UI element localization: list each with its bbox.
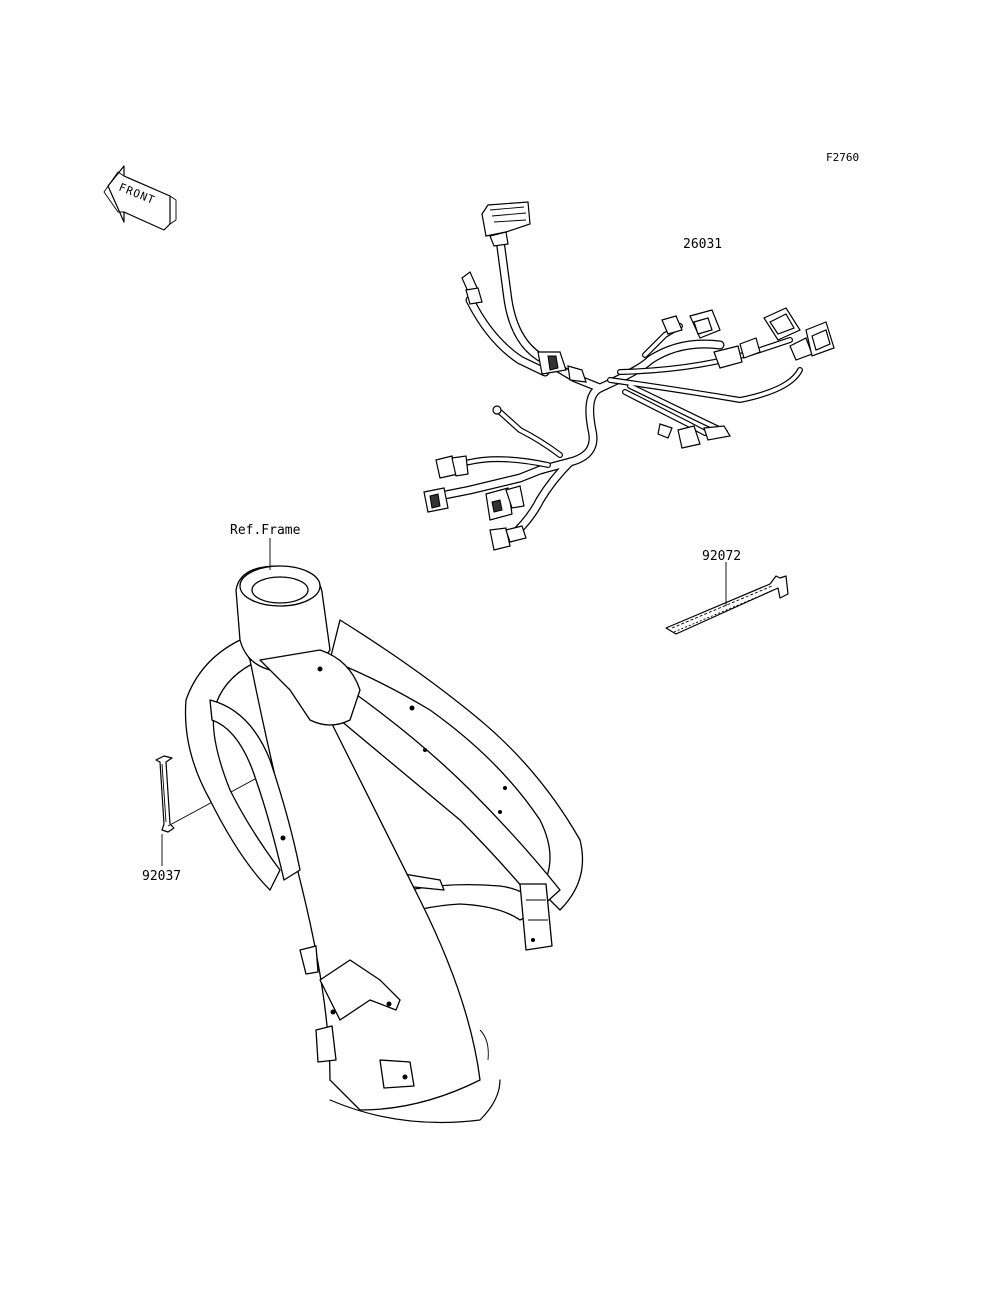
front-arrow-label: FRONT	[117, 181, 157, 207]
part-number-band: 92072	[702, 549, 741, 564]
band-part	[665, 575, 789, 635]
wiring-harness	[423, 201, 835, 551]
clamp-part	[155, 755, 175, 833]
front-arrow-icon: FRONT	[103, 165, 177, 231]
part-number-clamp: 92037	[142, 869, 181, 884]
part-number-harness: 26031	[683, 237, 722, 252]
figure-code: F2760	[826, 151, 859, 164]
frame-reference-label: Ref.Frame	[230, 523, 301, 538]
frame-reference	[184, 565, 584, 1124]
harness-connectors	[423, 201, 835, 551]
